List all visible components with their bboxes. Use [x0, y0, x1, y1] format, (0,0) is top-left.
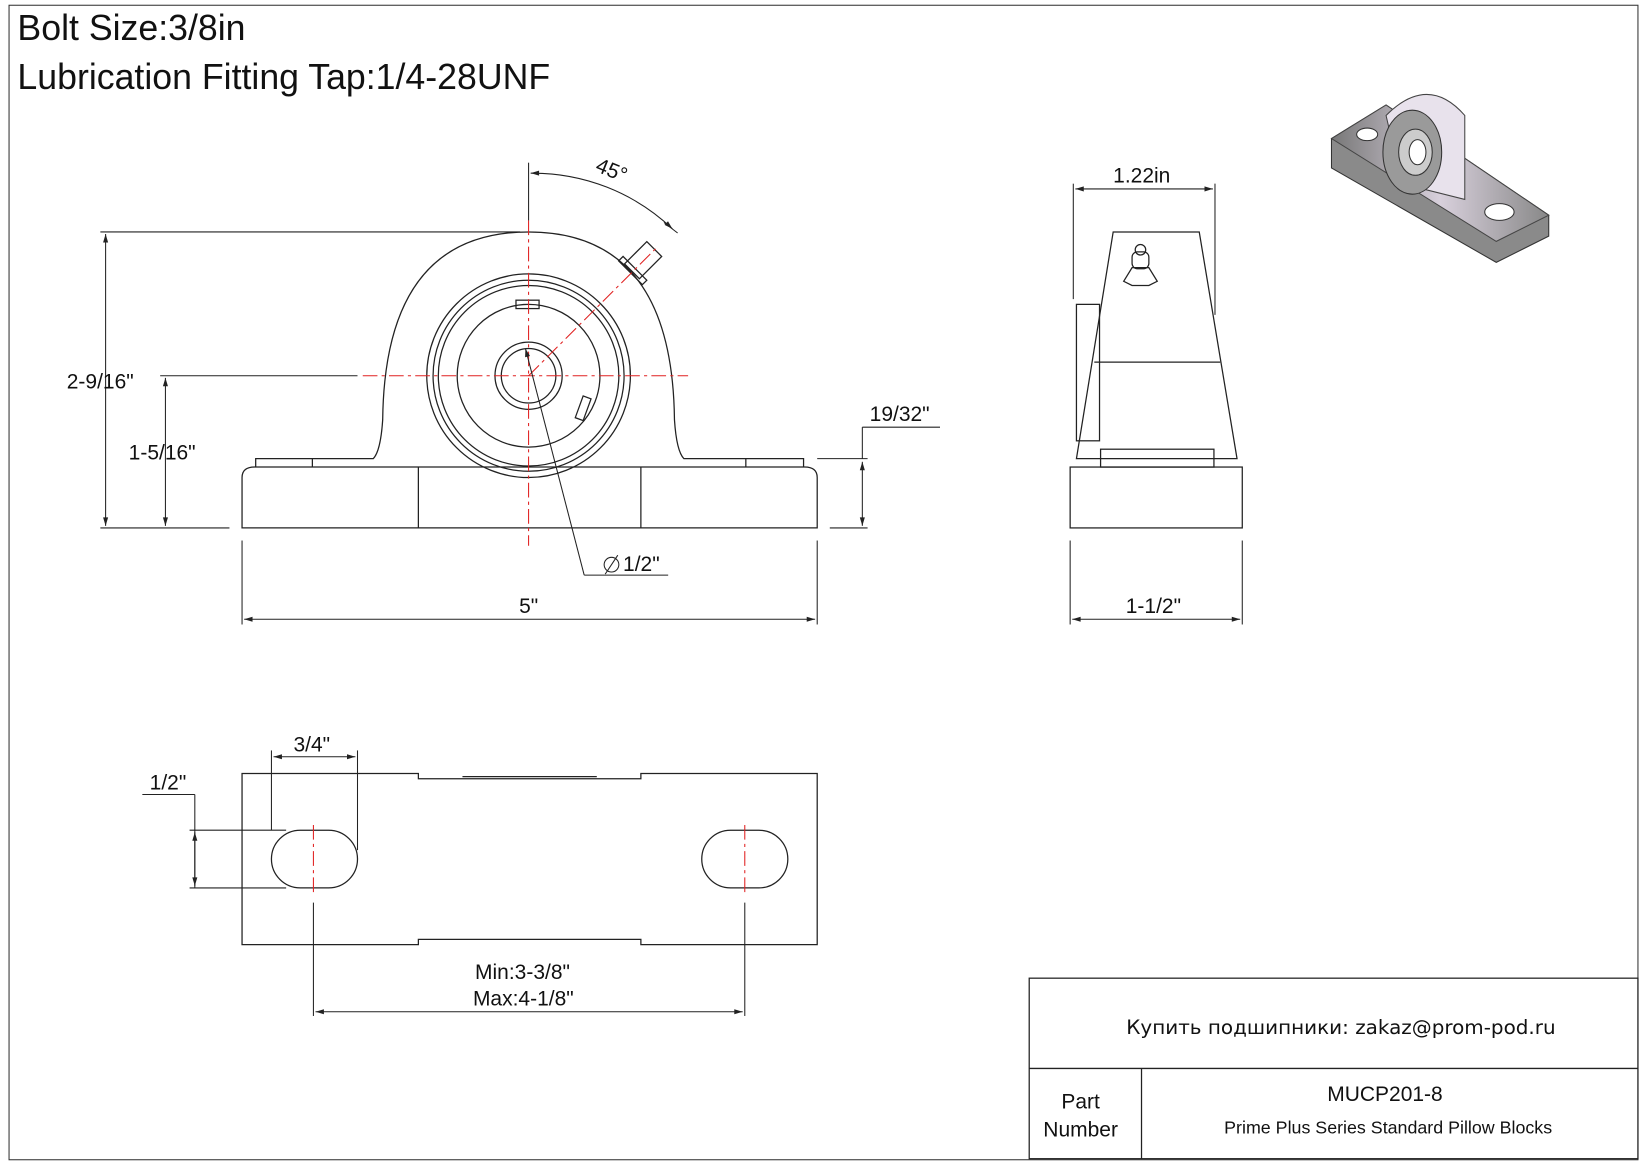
slot-length-dim: 3/4" [293, 733, 330, 756]
part-number: MUCP201-8 [1327, 1083, 1442, 1106]
base-width-dim: 1-1/2" [1126, 595, 1181, 618]
grease-fitting-icon [617, 240, 663, 286]
angle-dim: 45° [593, 154, 631, 187]
total-height-dim: 2-9/16" [67, 370, 134, 393]
center-height-dim: 1-5/16" [129, 442, 196, 465]
mounting-slot-left [270, 829, 359, 889]
sheet-border [8, 4, 1639, 1161]
max-spacing-dim: Max:4-1/8" [473, 987, 574, 1010]
number-label: Number [1043, 1119, 1118, 1142]
part-description: Prime Plus Series Standard Pillow Blocks [1224, 1118, 1552, 1138]
bolt-size-text: Bolt Size:3/8in [17, 8, 245, 48]
title-block: Купить подшипники: zakaz@prom-pod.ru Par… [1028, 977, 1639, 1160]
top-width-dim: 1.22in [1113, 165, 1170, 188]
side-view: 1.22in 1-1/2" [1069, 165, 1243, 625]
bore-dim: 1/2" [623, 553, 660, 576]
length-dim: 5" [519, 595, 538, 618]
min-spacing-dim: Min:3-3/8" [475, 961, 570, 984]
front-view: 45° 2-9/16" 1-5/16" 19/32" 1/2" 5" [67, 154, 940, 625]
contact-text: Купить подшипники: zakaz@prom-pod.ru [1126, 1015, 1555, 1039]
part-label: Part [1061, 1090, 1100, 1113]
isometric-view [1330, 94, 1550, 263]
diameter-icon [603, 554, 620, 575]
base-thickness-dim: 19/32" [870, 403, 930, 426]
bottom-view: 3/4" 1/2" Min:3-3/8" Max:4-1/8" [142, 733, 818, 1016]
lubrication-text: Lubrication Fitting Tap:1/4-28UNF [17, 57, 550, 97]
slot-width-dim: 1/2" [150, 771, 187, 794]
